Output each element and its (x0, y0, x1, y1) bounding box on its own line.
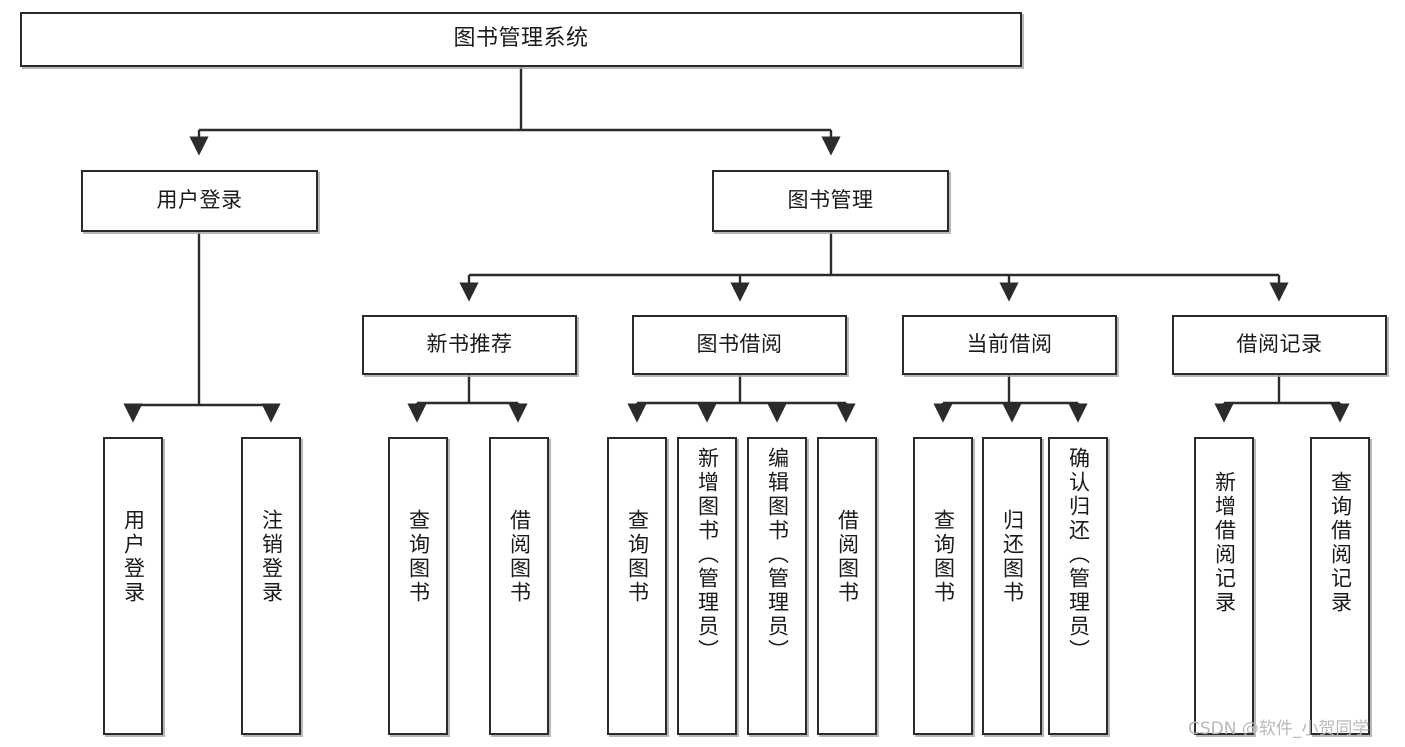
node-leaf-query-record[interactable]: 查询借阅记录 (1310, 437, 1370, 735)
node-leaf-borrow-book-1-label: 借阅图书 (507, 509, 532, 605)
node-book-borrow-label: 图书借阅 (696, 332, 783, 357)
node-leaf-add-book-label: 新增图书（管理员） (695, 447, 720, 663)
node-current-borrow[interactable]: 当前借阅 (902, 315, 1117, 375)
node-leaf-user-login[interactable]: 用户登录 (103, 437, 163, 735)
node-book-manage[interactable]: 图书管理 (712, 170, 949, 232)
node-current-borrow-label: 当前借阅 (966, 332, 1053, 357)
node-leaf-logout-label: 注销登录 (259, 509, 284, 605)
node-new-book-recommend-label: 新书推荐 (426, 332, 513, 357)
node-leaf-return-book-label: 归还图书 (1000, 509, 1025, 605)
node-leaf-borrow-book-2-label: 借阅图书 (835, 509, 860, 605)
node-borrow-record-label: 借阅记录 (1236, 332, 1323, 357)
node-leaf-query-book-1[interactable]: 查询图书 (388, 437, 448, 735)
node-leaf-borrow-book-1[interactable]: 借阅图书 (489, 437, 549, 735)
node-user-login[interactable]: 用户登录 (81, 170, 318, 232)
node-leaf-query-book-2-label: 查询图书 (625, 509, 650, 605)
csdn-watermark: CSDN @软件_小贺同学 (1188, 719, 1370, 739)
node-new-book-recommend[interactable]: 新书推荐 (362, 315, 577, 375)
node-user-login-label: 用户登录 (156, 188, 243, 213)
node-root[interactable]: 图书管理系统 (20, 12, 1022, 67)
node-leaf-add-record-label: 新增借阅记录 (1212, 471, 1237, 615)
node-leaf-edit-book-label: 编辑图书（管理员） (765, 447, 790, 663)
node-leaf-query-record-label: 查询借阅记录 (1328, 471, 1353, 615)
node-leaf-return-book[interactable]: 归还图书 (982, 437, 1042, 735)
node-leaf-logout[interactable]: 注销登录 (241, 437, 301, 735)
node-root-label: 图书管理系统 (453, 26, 589, 52)
node-borrow-record[interactable]: 借阅记录 (1172, 315, 1387, 375)
node-leaf-edit-book[interactable]: 编辑图书（管理员） (747, 437, 807, 735)
node-leaf-add-book[interactable]: 新增图书（管理员） (677, 437, 737, 735)
node-leaf-query-book-1-label: 查询图书 (406, 509, 431, 605)
node-leaf-borrow-book-2[interactable]: 借阅图书 (817, 437, 877, 735)
node-leaf-query-book-3-label: 查询图书 (931, 509, 956, 605)
node-leaf-add-record[interactable]: 新增借阅记录 (1194, 437, 1254, 735)
node-leaf-confirm-return-label: 确认归还（管理员） (1066, 447, 1091, 663)
node-leaf-query-book-3[interactable]: 查询图书 (913, 437, 973, 735)
node-leaf-user-login-label: 用户登录 (121, 509, 146, 605)
node-book-borrow[interactable]: 图书借阅 (632, 315, 847, 375)
node-leaf-query-book-2[interactable]: 查询图书 (607, 437, 667, 735)
node-leaf-confirm-return[interactable]: 确认归还（管理员） (1048, 437, 1108, 735)
node-book-manage-label: 图书管理 (787, 188, 874, 213)
